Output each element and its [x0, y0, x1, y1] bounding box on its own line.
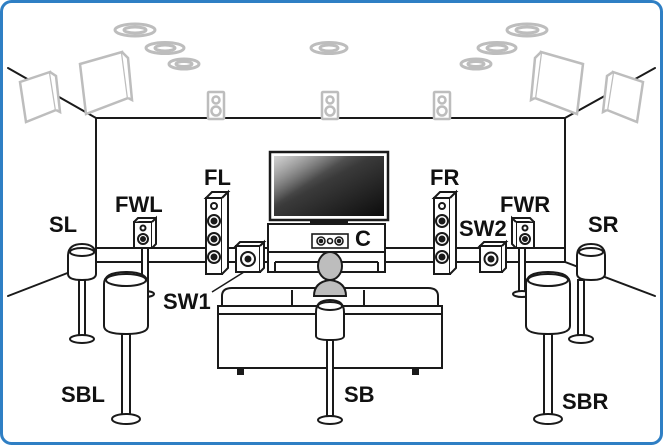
front-right-speaker: [431, 189, 459, 275]
label-sbr: SBR: [562, 389, 609, 414]
ceiling-speaker-mid-right: [476, 41, 518, 55]
front-height-speaker-center: [320, 90, 340, 121]
sw1-pointer-line: [211, 271, 245, 293]
ceiling-speaker-center: [309, 41, 349, 55]
label-sb: SB: [344, 382, 375, 407]
label-sw2: SW2: [459, 216, 507, 241]
label-sbl: SBL: [61, 382, 105, 407]
height-speaker-left-rear: [18, 70, 62, 124]
surround-back-center-speaker: [315, 298, 345, 425]
height-speaker-right-front: [529, 50, 585, 116]
height-speakers: [18, 50, 645, 124]
surround-right-speaker: [568, 242, 606, 344]
ceiling-speaker-rear-left: [113, 22, 157, 38]
height-speaker-right-rear: [601, 70, 645, 124]
television: [268, 150, 390, 224]
front-height-speaker-right: [432, 90, 452, 121]
center-speaker: [311, 233, 349, 249]
label-fl: FL: [204, 165, 231, 190]
sofa: [217, 287, 443, 375]
subwoofer-1: [233, 239, 267, 273]
label-fr: FR: [430, 165, 459, 190]
surround-back-right-speaker: [525, 270, 571, 425]
label-sr: SR: [588, 212, 619, 237]
front-left-speaker: [203, 189, 231, 275]
ceiling-speaker-front-left: [167, 57, 201, 71]
subwoofer-2: [477, 239, 509, 273]
surround-back-left-speaker: [103, 270, 149, 425]
label-fwr: FWR: [500, 192, 550, 217]
height-speaker-left-front: [78, 50, 134, 116]
surround-left-speaker: [67, 242, 97, 344]
label-fwl: FWL: [115, 192, 163, 217]
ceiling-speakers: [113, 22, 549, 71]
front-wide-left-speaker: [133, 215, 157, 298]
ceiling-speaker-front-right: [459, 57, 493, 71]
label-sw1: SW1: [163, 289, 211, 314]
ceiling-speaker-rear-right: [505, 22, 549, 38]
label-c: C: [355, 226, 371, 251]
front-height-speaker-left: [206, 90, 226, 121]
ceiling-speaker-mid-left: [144, 41, 186, 55]
listener-head: [312, 251, 348, 297]
label-sl: SL: [49, 212, 77, 237]
front-wide-right-speaker: [511, 215, 535, 298]
